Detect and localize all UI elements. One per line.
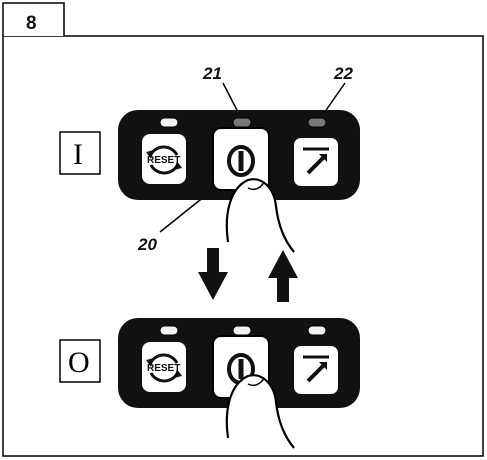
state-label-off: O bbox=[68, 346, 90, 379]
led-red bbox=[307, 117, 327, 128]
callout-20: 20 bbox=[137, 235, 157, 254]
state-box-on bbox=[59, 131, 101, 175]
reset-label: RESET bbox=[147, 363, 180, 374]
callout-21: 21 bbox=[202, 64, 222, 83]
reset-button-off[interactable]: RESET bbox=[142, 342, 186, 392]
led-green-off bbox=[232, 325, 252, 336]
sync-button[interactable] bbox=[294, 138, 338, 186]
reset-button[interactable]: RESET bbox=[142, 134, 186, 184]
led-1 bbox=[159, 117, 179, 128]
led-1-off bbox=[159, 325, 179, 336]
callout-22: 22 bbox=[333, 64, 353, 83]
sync-button-off[interactable] bbox=[294, 346, 338, 394]
led-red-off bbox=[307, 325, 327, 336]
arrow-down-icon bbox=[198, 248, 228, 300]
arrow-up-icon bbox=[268, 250, 298, 302]
figure-number: 8 bbox=[26, 13, 37, 34]
state-box-off bbox=[59, 339, 101, 383]
figure-number-tab bbox=[2, 2, 65, 36]
control-panel-on: RESET bbox=[118, 110, 360, 200]
state-label-on: I bbox=[73, 138, 83, 171]
led-green bbox=[232, 117, 252, 128]
reset-label: RESET bbox=[147, 155, 180, 166]
figure-frame bbox=[2, 35, 484, 457]
